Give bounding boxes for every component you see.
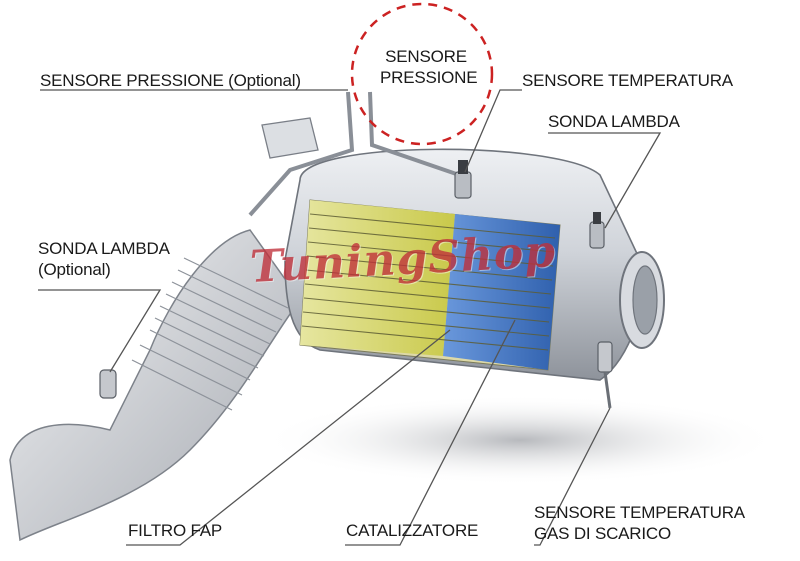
label-pressure-optional: SENSORE PRESSIONE (Optional) bbox=[40, 71, 301, 90]
label-catalyst: CATALIZZATORE bbox=[346, 521, 479, 540]
label-exhaust-temperature: SENSORE TEMPERATURA GAS DI SCARICO bbox=[534, 502, 745, 544]
label-exhaust-temperature-line2: GAS DI SCARICO bbox=[534, 524, 672, 543]
label-lambda: SONDA LAMBDA bbox=[548, 112, 680, 131]
label-pressure-circle-line1: SENSORE bbox=[385, 47, 467, 66]
filter-channels bbox=[301, 213, 556, 351]
label-pressure-circle: SENSORE PRESSIONE bbox=[380, 46, 478, 88]
lambda-optional-sensor bbox=[99, 369, 117, 399]
lambda-sensor bbox=[589, 212, 605, 249]
pressure-pipe-2 bbox=[368, 91, 469, 180]
catalyst-section bbox=[443, 214, 560, 370]
outlet-opening bbox=[632, 265, 658, 335]
exhaust-temp-sensor bbox=[597, 341, 613, 409]
floor-shadow bbox=[260, 395, 780, 485]
label-lambda-optional: SONDA LAMBDA (Optional) bbox=[38, 238, 170, 280]
label-lambda-optional-line2: (Optional) bbox=[38, 260, 111, 279]
leader-lines bbox=[38, 89, 662, 546]
label-filter: FILTRO FAP bbox=[128, 521, 223, 540]
pressure-highlight-circle bbox=[350, 2, 494, 146]
bellows bbox=[131, 257, 289, 411]
label-pressure-circle-line2: PRESSIONE bbox=[380, 68, 478, 87]
pressure-pipe bbox=[248, 91, 355, 217]
label-temperature-sensor: SENSORE TEMPERATURA bbox=[522, 71, 733, 90]
label-lambda-optional-line1: SONDA LAMBDA bbox=[38, 239, 170, 258]
mount-bracket bbox=[261, 117, 319, 159]
temperature-sensor bbox=[454, 160, 472, 199]
label-exhaust-temperature-line1: SENSORE TEMPERATURA bbox=[534, 503, 745, 522]
